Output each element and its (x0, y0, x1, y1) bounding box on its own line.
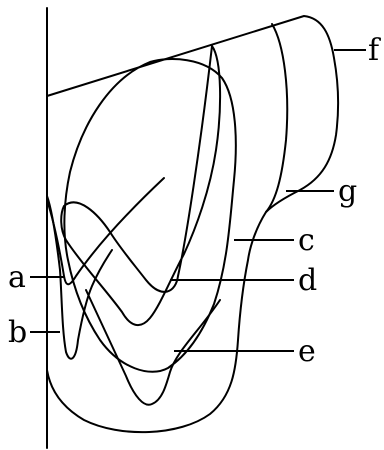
outline-g (265, 23, 289, 213)
outline-a (46, 177, 165, 286)
label-f: f (368, 33, 381, 68)
outline-e (85, 289, 221, 406)
label-g: g (338, 174, 357, 209)
label-c: c (298, 223, 315, 258)
outline-f (46, 15, 340, 434)
label-b: b (8, 315, 27, 350)
outline-d (60, 45, 222, 327)
outline-c (63, 58, 237, 373)
label-d: d (298, 263, 317, 298)
label-a: a (8, 260, 26, 295)
outline-b (46, 195, 113, 360)
label-e: e (298, 334, 316, 369)
